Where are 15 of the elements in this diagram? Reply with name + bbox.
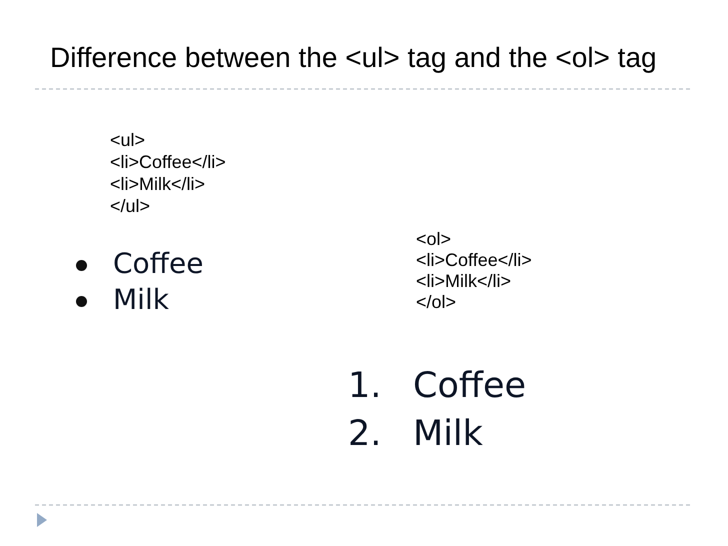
code-line: </ul> <box>110 196 150 217</box>
slide-title: Difference between the <ul> tag and the <ol> tag <box>50 42 657 74</box>
list-item-text: Milk <box>413 414 483 454</box>
code-line: </ol> <box>416 292 456 313</box>
list-number: 1. <box>348 366 382 406</box>
code-line: <li>Coffee</li> <box>110 152 226 173</box>
code-line: <li>Milk</li> <box>110 174 206 195</box>
list-number: 2. <box>348 414 382 454</box>
list-item-text: Coffee <box>113 248 204 280</box>
code-line: <ul> <box>110 130 146 151</box>
code-line: <ol> <box>416 229 452 250</box>
code-line: <li>Milk</li> <box>416 271 512 292</box>
list-item-text: Coffee <box>413 366 526 406</box>
code-line: <li>Coffee</li> <box>416 250 532 271</box>
list-item-text: Milk <box>113 284 169 316</box>
